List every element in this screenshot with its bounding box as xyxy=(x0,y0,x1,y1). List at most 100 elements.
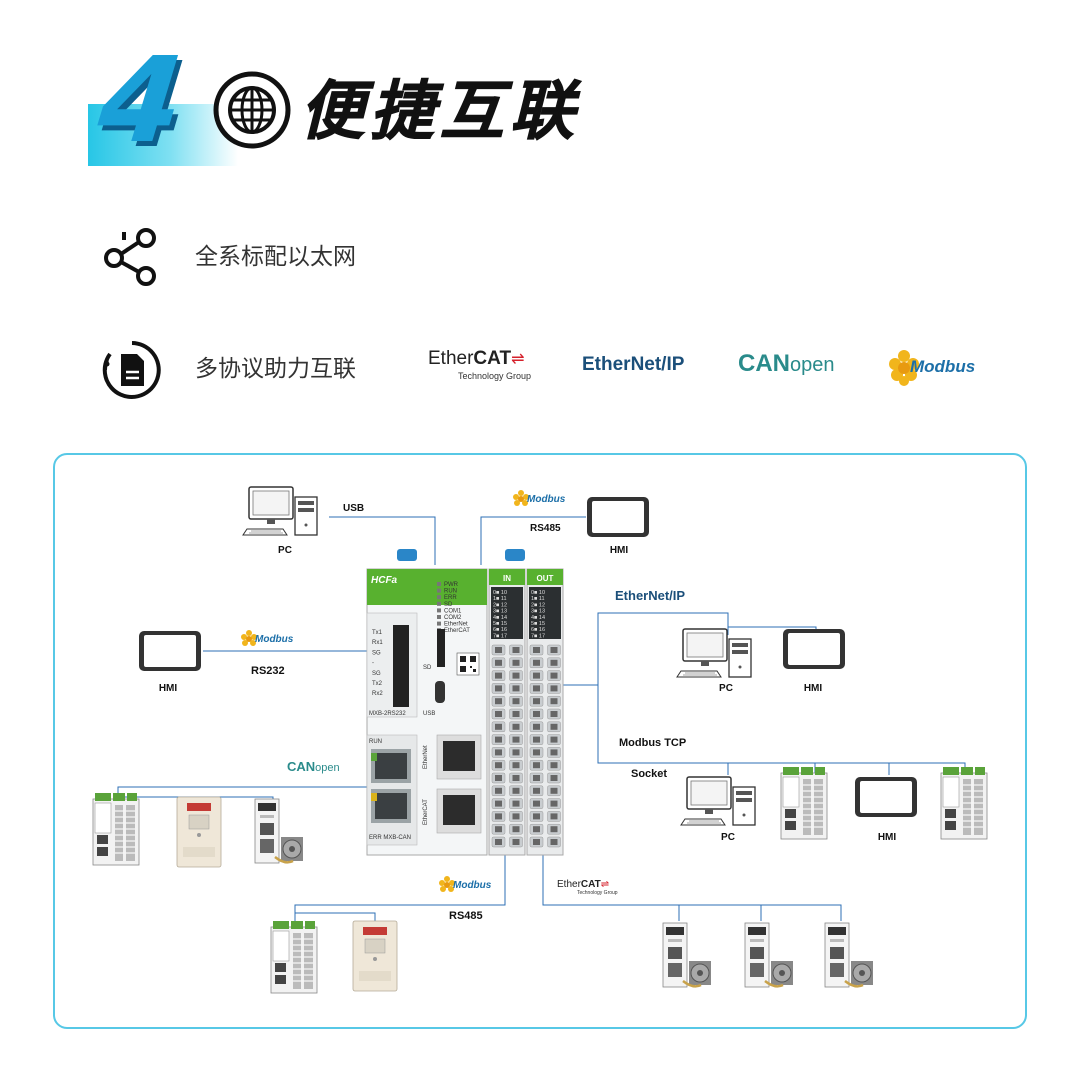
io-terminal-hole xyxy=(550,698,558,705)
svg-text:Technology Group: Technology Group xyxy=(577,890,618,896)
port-label: Tx1 xyxy=(372,630,383,636)
plc-rs485 xyxy=(270,920,318,994)
pc-top-label: PC xyxy=(278,545,292,556)
io-terminal-hole xyxy=(550,775,558,781)
io-terminal-hole xyxy=(550,685,558,692)
io-terminal-hole xyxy=(512,762,520,769)
io-terminal-hole xyxy=(550,826,558,833)
io-out-row: 4■ 14 xyxy=(531,615,545,621)
hmi-top-label: HMI xyxy=(610,545,629,556)
io-terminal-hole xyxy=(495,787,502,794)
servo-ethercat-2 xyxy=(743,921,795,989)
led-indicator xyxy=(437,595,441,600)
hmi-top-device xyxy=(587,497,649,537)
io-terminal-hole xyxy=(512,839,520,845)
led-label: COM1 xyxy=(444,608,462,614)
io-terminal-hole xyxy=(533,672,540,679)
io-terminal-hole xyxy=(533,736,540,743)
modbus-flower-icon xyxy=(889,350,919,386)
controller-main-unit: HCFa PWRRUNERRSDCOM1COM2EtherNetEtherCAT… xyxy=(366,549,525,856)
io-out-row: 3■ 13 xyxy=(531,609,545,615)
io-terminal-hole xyxy=(533,839,540,845)
io-in-row: 2■ 12 xyxy=(493,602,507,608)
ethercat-diagram-logo: EtherCAT⇌ Technology Group xyxy=(557,879,618,896)
io-terminal-hole xyxy=(512,813,520,820)
io-out-row: 2■ 12 xyxy=(531,602,545,608)
io-terminal-hole xyxy=(495,762,502,769)
io-out-label: OUT xyxy=(537,574,554,583)
pc-right-device xyxy=(676,628,752,678)
led-indicator xyxy=(437,588,441,593)
globe-icon xyxy=(213,71,291,149)
hmi-bottom-label: HMI xyxy=(878,832,897,843)
led-label: ERR xyxy=(444,595,457,601)
io-in-row: 1■ 11 xyxy=(493,596,507,602)
hmi-left-label: HMI xyxy=(159,683,178,694)
pc-bottom-label: PC xyxy=(721,832,735,843)
document-icon xyxy=(102,341,161,399)
io-terminal-hole xyxy=(495,839,502,845)
io-terminal-hole xyxy=(512,659,520,666)
modbus-left-label: Modbus xyxy=(255,634,294,645)
io-terminal-hole xyxy=(550,647,558,653)
ethercat-logo: EtherCAT⇌ Technology Group xyxy=(428,348,532,381)
io-terminal-hole xyxy=(512,736,520,743)
io-terminal-hole xyxy=(512,749,520,756)
canopen-logo: CANopen xyxy=(738,350,835,377)
io-in-row: 0■ 10 xyxy=(493,590,507,596)
rs232-label: RS232 xyxy=(251,665,285,677)
io-terminal-hole xyxy=(533,813,540,820)
pc-top-device xyxy=(242,486,318,536)
io-terminal-hole xyxy=(495,775,502,781)
section-number: 4 xyxy=(92,31,190,169)
io-terminal-hole xyxy=(550,749,558,756)
io-terminal-hole xyxy=(550,736,558,743)
plc-modbus-2 xyxy=(940,766,988,840)
io-terminal-hole xyxy=(512,711,520,717)
section-title: 便捷互联 xyxy=(300,75,580,150)
io-terminal-hole xyxy=(512,672,520,679)
canopen-diagram-logo: CANopen xyxy=(287,759,340,774)
io-terminal-hole xyxy=(533,711,540,717)
ethernetip-diagram-label: EtherNet/IP xyxy=(615,588,685,603)
io-terminal-hole xyxy=(495,736,502,743)
socket-label: Socket xyxy=(631,768,667,780)
err-label: ERR MXB-CAN xyxy=(369,835,411,841)
plc-modbus-1 xyxy=(780,766,828,840)
inverter-canopen xyxy=(176,796,222,868)
io-terminal-hole xyxy=(533,749,540,756)
io-terminal-hole xyxy=(533,647,540,653)
io-terminal-hole xyxy=(533,762,540,769)
ethernetip-logo: EtherNet/IP xyxy=(582,354,685,375)
io-terminal-hole xyxy=(495,826,502,833)
io-terminal-hole xyxy=(512,826,520,833)
port-label: Rx1 xyxy=(372,640,383,646)
usb-label: USB xyxy=(343,503,364,514)
io-terminal-hole xyxy=(495,647,502,653)
io-terminal-hole xyxy=(495,685,502,692)
io-out-row: 6■ 16 xyxy=(531,627,545,633)
servo-ethercat-3 xyxy=(823,921,875,989)
io-terminal-hole xyxy=(533,800,540,807)
io-terminal-hole xyxy=(495,723,502,730)
led-indicator xyxy=(437,582,441,586)
hmi-right-label: HMI xyxy=(804,683,823,694)
share-icon xyxy=(104,228,156,286)
led-indicator xyxy=(437,601,441,606)
brand-label: HCFa xyxy=(371,575,398,586)
port-label: Tx2 xyxy=(372,681,383,687)
hmi-bottom-device xyxy=(855,777,917,817)
hmi-left-device xyxy=(139,631,201,671)
inverter-rs485 xyxy=(352,920,398,992)
io-terminal-hole xyxy=(550,800,558,807)
io-terminal-hole xyxy=(495,800,502,807)
rs485-bottom-label: RS485 xyxy=(449,910,483,922)
run-label: RUN xyxy=(369,739,382,745)
servo-ethercat-1 xyxy=(661,921,713,989)
io-terminal-hole xyxy=(533,698,540,705)
pc-bottom-device xyxy=(680,776,756,826)
header-accent-bar xyxy=(88,104,238,166)
io-terminal-hole xyxy=(550,711,558,717)
io-terminal-hole xyxy=(495,698,502,705)
